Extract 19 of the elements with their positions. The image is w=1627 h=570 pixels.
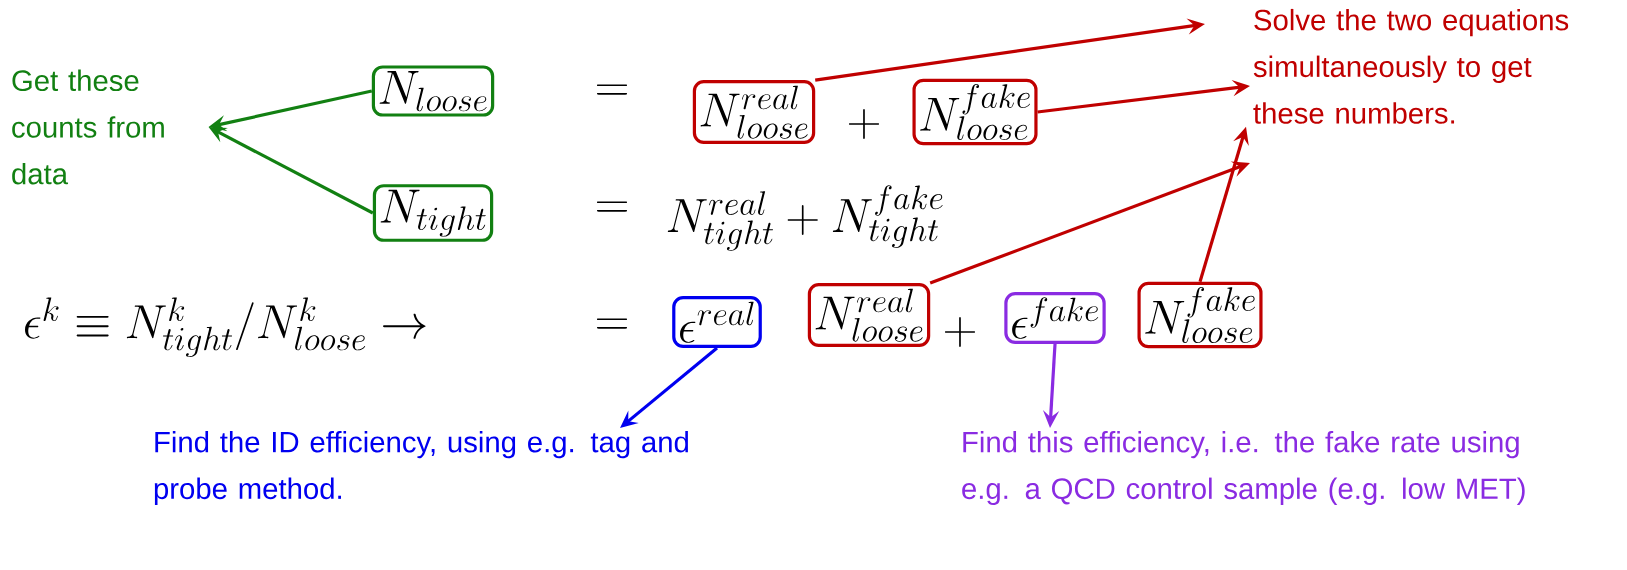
equation-part: $+$ — [944, 316, 976, 348]
equation-part: $=$ — [596, 318, 628, 329]
formula-box: $N_{loose}$ — [371, 65, 495, 117]
formula-box: $\epsilon^{fake}$ — [1004, 292, 1106, 344]
callout-text: Find this efficiency, i.e. the fake rate using e.g. a QCD control sample (e.g. low MET) — [962, 430, 1525, 505]
equation-part: $+$ — [848, 109, 880, 140]
callout-text: Get these counts from data — [12, 69, 164, 185]
equation-part: $\epsilon^k \equiv N^k_{tight}/N^k_{loose} \rightarrow$ — [25, 297, 426, 357]
formula-box: $\epsilon^{real}$ — [672, 296, 762, 348]
formula-box: $N^{fake}_{loose}$ — [912, 78, 1038, 146]
callout-text: Find the ID efficiency, using e.g. tag and probe method. — [154, 430, 688, 505]
callout-text: Solve the two equations simultaneously to get these numbers. — [1253, 8, 1569, 124]
formula-box: $N^{real}_{loose}$ — [692, 80, 816, 144]
formula-box: $N^{fake}_{loose}$ — [1137, 281, 1263, 349]
formula-box: $N_{tight}$ — [372, 184, 494, 242]
equation-part: $N^{real}_{tight}+N^{fake}_{tight}$ — [667, 185, 943, 251]
formula-box: $N^{real}_{loose}$ — [807, 283, 931, 347]
equation-part: $=$ — [596, 201, 628, 212]
equation-part: $=$ — [596, 84, 628, 95]
